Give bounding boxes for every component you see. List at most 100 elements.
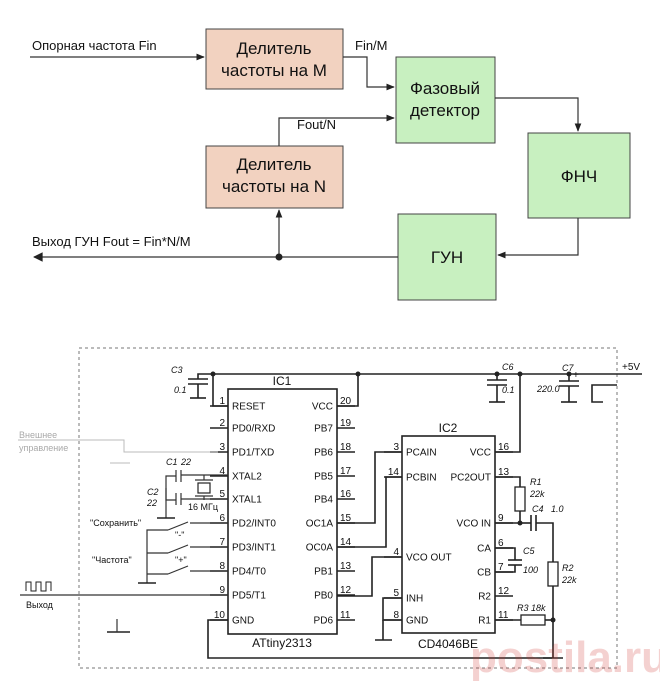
button-plus-contact [167,565,189,575]
ic1-pin-name-17: PB5 [314,472,333,483]
ic1-pin-number-3: 3 [219,442,225,453]
ic1-pin-number-14: 14 [340,537,352,548]
pd-to-lpf-arrow [495,97,582,132]
c3-value: 0.1 [174,385,187,395]
ic1-pin-number-13: 13 [340,561,352,572]
c7-plus: + [573,370,579,381]
c2-value: 22 [146,498,157,508]
fin-m-arrow [343,56,395,91]
ic2-pin-name-6: CA [477,544,491,555]
divider-n-block [205,145,344,209]
ic2-pin-name-8: GND [406,616,428,627]
c5-label: C5 [523,546,535,556]
r3-label: R3 18k [517,603,546,613]
r2-body [547,561,559,587]
ic2-body [401,435,496,634]
ic1-pin-name-13: PB1 [314,567,333,578]
c7-value: 220.0 [536,384,560,394]
ic1-pin-name-11: PD6 [314,616,334,627]
vco-block [397,213,497,301]
c7-out-ground [591,384,617,403]
button-minus-contact [167,544,189,554]
ic2-pin-number-7: 7 [498,562,504,573]
r1-label: R1 [530,477,542,487]
ic1-pin-number-2: 2 [219,418,225,429]
ic2-pin-name-13: PC2OUT [450,473,491,484]
fout-n-arrow [278,114,395,146]
ic2-pin-name-12: R2 [478,592,491,603]
ic1-pin-number-6: 6 [219,513,225,524]
button-save-contact [167,521,189,531]
ic2-pin-name-4: VCO OUT [406,553,452,564]
ic1-body [227,388,338,635]
ic2-pin-number-13: 13 [498,467,510,478]
r1-value: 22k [529,489,545,499]
ic1-pin-number-17: 17 [340,466,352,477]
ic1-pin-name-8: PD4/T0 [232,567,266,578]
ic1-pin-name-9: PD5/T1 [232,591,266,602]
ic2-pin-name-11: R1 [478,616,491,627]
ic1-pin-name-18: PB6 [314,448,333,459]
divider-n-line1: Делитель [236,155,311,174]
ic1-pin-name-2: PD0/RXD [232,424,275,435]
ic2-pin-number-8: 8 [393,610,399,621]
ic2-pin-number-9: 9 [498,513,504,524]
divider-m-line1: Делитель [236,39,311,58]
crystal-freq: 16 МГц [188,502,218,512]
ic1-pin-number-9: 9 [219,585,225,596]
watermark-logo: postila.ru [470,633,660,682]
ic1-pin-name-3: PD1/TXD [232,448,274,459]
ic2-pin-number-16: 16 [498,442,510,453]
schematic-border [78,347,618,669]
c6-value: 0.1 [502,385,515,395]
lpf-block [527,132,631,219]
ic2-pin-name-16: VCC [470,448,491,459]
ic1-pin-name-15: OC1A [306,519,334,530]
c5-value: 100 [523,565,538,575]
ic2-pin-number-14: 14 [388,467,400,478]
r1-body [514,486,526,512]
reference-frequency-label: Опорная частота Fin [32,38,157,53]
ic1-pin-name-10: GND [232,616,254,627]
c2-label: C2 [147,487,159,497]
ic1-pin-number-19: 19 [340,418,352,429]
square-wave-icon [25,581,52,592]
ic1-pin-name-12: PB0 [314,591,333,602]
r2-label: R2 [562,563,574,573]
phase-detector-line1: Фазовый [410,79,480,98]
ic2-vcc-wire [495,374,521,453]
c1-value: 22 [180,457,191,467]
ic1-pin-name-5: XTAL1 [232,495,262,506]
button-freq-label: "Частота" [92,555,132,565]
button-minus-label: "-" [175,530,184,540]
inh-gnd [382,597,402,621]
vco-output-label: Выход ГУН Fout = Fin*N/M [32,234,191,249]
c5-wire-a [495,547,516,560]
ic2-pin-number-4: 4 [393,547,399,558]
ic1-pin-number-1: 1 [219,396,225,407]
ic1-pin-number-5: 5 [219,489,225,500]
ic1-pin-name-4: XTAL2 [232,472,262,483]
ic1-pin-number-18: 18 [340,442,352,453]
pll-block-diagram: Делитель частоты на M Фазовый детектор Ф… [30,28,631,301]
lpf-label: ФНЧ [561,167,598,186]
ic1-pin-number-7: 7 [219,537,225,548]
c4-label: C4 [532,504,544,514]
fin-m-label: Fin/M [355,38,388,53]
ic1-pin-number-11: 11 [340,610,351,621]
ic2-pin-name-9: VCO IN [457,519,491,530]
ic1-ref: IC1 [273,374,292,388]
ic1-pin-name-14: OC0A [306,543,334,554]
ic1-pin-name-1: RESET [232,402,265,413]
ic2-pin-number-6: 6 [498,538,504,549]
ic2-pin-name-5: INH [406,594,423,605]
ic1-pin-name-19: PB7 [314,424,333,435]
ext-control-line2: управление [19,443,68,453]
ic1-pin-number-12: 12 [340,585,352,596]
fout-n-label: Fout/N [297,117,336,132]
r2-value: 22k [561,575,577,585]
divider-m-block [205,28,344,90]
